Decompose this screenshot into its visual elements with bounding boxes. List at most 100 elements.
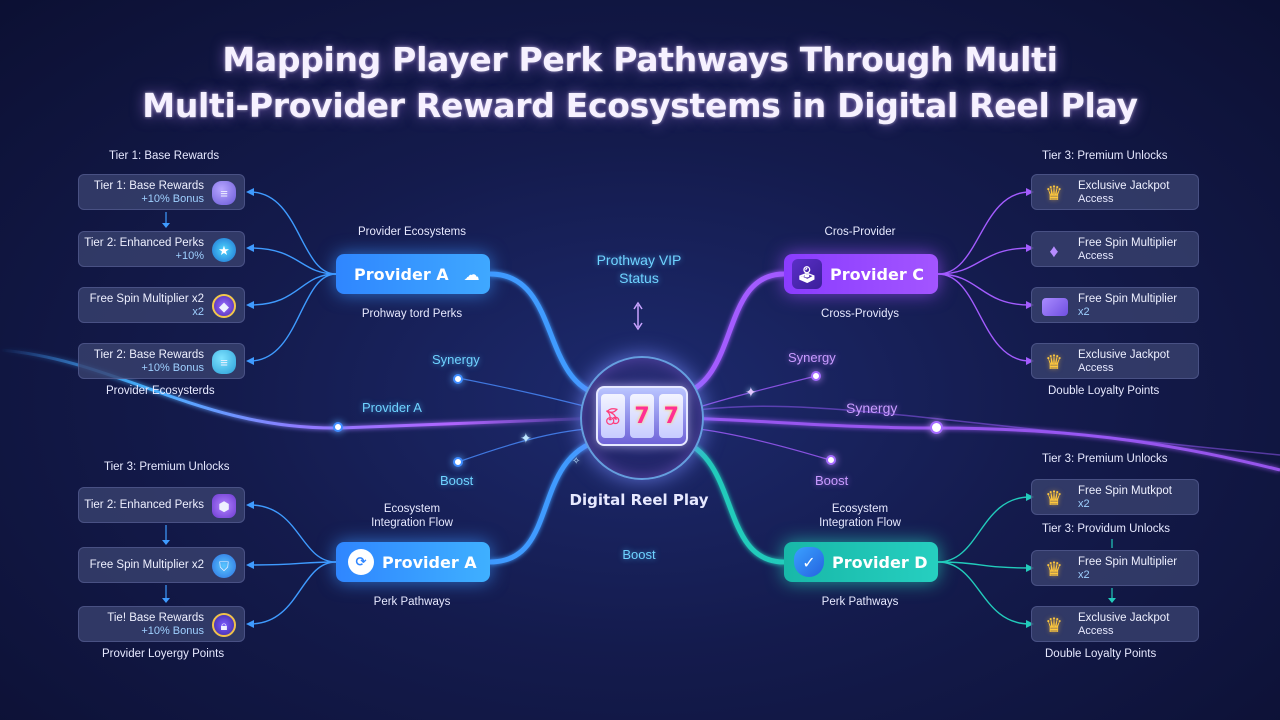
card-title: Free Spin Multiplier — [1078, 237, 1178, 249]
badge-icon: ◆ — [212, 294, 236, 318]
crown-icon: ♛ — [1045, 182, 1063, 205]
right-top-card-1[interactable]: ♛ Exclusive Jackpot Access — [1031, 174, 1199, 210]
left-bottom-card-3[interactable]: Tie! Base Rewards +10% Bonus 🔒︎ — [78, 606, 245, 642]
sparkle-icon: ✧ — [572, 456, 581, 467]
hub-label: Digital Reel Play — [569, 491, 709, 509]
provider-d-button[interactable]: ✓ Provider D — [784, 542, 938, 582]
hub-boost-label: Boost — [622, 547, 656, 562]
crown-icon: ♛ — [1045, 487, 1063, 510]
left-top-card-1[interactable]: Tier 1: Base Rewards +10% Bonus ≡ — [78, 174, 245, 210]
card-title: Free Spin Multiplier — [1078, 293, 1178, 305]
provider-a-top-subcaption: Prohway tord Perks — [361, 308, 463, 320]
coin-stack-icon: ≡ — [212, 181, 236, 205]
slot-machine-icon: 🍒︎ 7 7 — [596, 386, 688, 446]
left-top-card-4[interactable]: Tier 2: Base Rewards +10% Bonus ≡ — [78, 343, 245, 379]
crown-icon: ♛ — [1045, 614, 1063, 637]
card-title: Free Spin Multiplier — [1078, 556, 1178, 568]
star-icon: ★ — [212, 238, 236, 262]
lock-icon: 🔒︎ — [212, 613, 236, 637]
card-sub: Access — [1078, 193, 1114, 205]
card-title: Tie! Base Rewards — [107, 612, 204, 624]
card-title: Free Spin Multiplier x2 — [89, 559, 204, 571]
card-sub: +10% — [175, 250, 204, 262]
sparkle-icon: ✦ — [520, 430, 532, 446]
provider-c-subcaption: Cross-Providys — [821, 308, 899, 320]
provider-c-button[interactable]: 🕹︎ Provider C — [784, 254, 938, 294]
left-top-card-2[interactable]: Tier 2: Enhanced Perks +10% ★ — [78, 231, 245, 267]
boost-left-node — [453, 457, 463, 467]
boost-left-label: Boost — [440, 473, 474, 488]
seven-icon: 7 — [659, 394, 684, 438]
flow-start-node — [333, 422, 343, 432]
card-title: Tier 2: Enhanced Perks — [84, 499, 204, 511]
boost-right-label: Boost — [815, 473, 849, 488]
right-bottom-card-2[interactable]: ♛ Free Spin Multiplier x2 — [1031, 550, 1199, 586]
shield-check-icon: ✓ — [794, 547, 824, 577]
shield-icon: ⛉ — [212, 554, 236, 578]
right-top-card-4[interactable]: ♛ Exclusive Jackpot Access — [1031, 343, 1199, 379]
provider-d-caption: Ecosystem Integration Flow — [819, 503, 901, 529]
card-sub: +10% Bonus — [141, 362, 204, 374]
card-title: Exclusive Jackpot — [1078, 180, 1170, 192]
left-top-footer: Provider Ecosysterds — [106, 385, 215, 397]
lock-refresh-icon: ⟳ — [348, 549, 374, 575]
card-sub: +10% Bonus — [141, 625, 204, 637]
crown-icon: ♛ — [1045, 558, 1063, 581]
cloud-rain-icon: ☁ — [463, 264, 480, 284]
sparkle-icon: ✦ — [745, 384, 757, 400]
right-bottom-header: Tier 3: Premium Unlocks — [1042, 453, 1168, 465]
provider-a-bottom-button[interactable]: ⟳ Provider A — [336, 542, 490, 582]
title-line-2: Multi-Provider Reward Ecosystems in Digi… — [142, 86, 1138, 125]
joystick-icon: 🕹︎ — [792, 259, 822, 289]
card-sub: +10% Bonus — [141, 193, 204, 205]
right-bottom-card-3[interactable]: ♛ Exclusive Jackpot Access — [1031, 606, 1199, 642]
provider-c-caption: Cros-Provider — [824, 226, 896, 238]
card-sub: x2 — [1078, 569, 1090, 581]
card-sub: x2 — [1078, 306, 1090, 318]
card-title: Tier 2: Enhanced Perks — [84, 237, 204, 249]
card-title: Free Spin Multiplier x2 — [89, 293, 204, 305]
cherry-icon: 🍒︎ — [600, 394, 625, 438]
right-top-footer: Double Loyalty Points — [1048, 385, 1160, 397]
provider-a-bottom-subcaption: Perk Pathways — [373, 596, 451, 608]
synergy-right-node — [930, 421, 943, 434]
provider-a-line-label: Provider A — [362, 400, 422, 415]
provider-a-top-button[interactable]: Provider A ☁ — [336, 254, 490, 294]
card-title: Tier 2: Base Rewards — [93, 349, 204, 361]
card-title: Exclusive Jackpot — [1078, 349, 1170, 361]
provider-a-bottom-caption: Ecosystem Integration Flow — [371, 503, 453, 529]
left-bottom-card-2[interactable]: Free Spin Multiplier x2 ⛉ — [78, 547, 245, 583]
synergy-right-label: Synergy — [846, 400, 898, 416]
right-top-header: Tier 3: Premium Unlocks — [1042, 150, 1168, 162]
card-sub: x2 — [192, 306, 204, 318]
coin-stack-icon: ≡ — [212, 350, 236, 374]
right-top-card-3[interactable]: Free Spin Multiplier x2 — [1031, 287, 1199, 323]
card-sub: x2 — [1078, 498, 1090, 510]
left-top-header: Tier 1: Base Rewards — [109, 150, 220, 162]
crown-icon: ♛ — [1045, 351, 1063, 374]
left-top-card-3[interactable]: Free Spin Multiplier x2 x2 ◆ — [78, 287, 245, 323]
seven-icon: 7 — [629, 394, 654, 438]
provider-label: Provider C — [830, 264, 925, 284]
card-sub: Access — [1078, 625, 1114, 637]
provider-label: Provider A — [382, 552, 477, 572]
right-bottom-card-1[interactable]: ♛ Free Spin Mutkpot x2 — [1031, 479, 1199, 515]
provider-label: Provider A — [354, 264, 449, 284]
card-title: Exclusive Jackpot — [1078, 612, 1170, 624]
left-bottom-card-1[interactable]: Tier 2: Enhanced Perks ⬢ — [78, 487, 245, 523]
provider-a-top-caption: Provider Ecosystems — [357, 226, 467, 238]
right-top-card-2[interactable]: ♦ Free Spin Multiplier Access — [1031, 231, 1199, 267]
boost-right-node — [826, 455, 836, 465]
gem-icon: ♦ — [1049, 240, 1059, 261]
synergy-left-label: Synergy — [432, 352, 480, 367]
vip-status-label: Prothway VIP Status — [596, 252, 682, 286]
title-line-1: Mapping Player Perk Pathways Through Mul… — [222, 40, 1058, 79]
right-bottom-footer: Double Loyalty Points — [1045, 648, 1157, 660]
synergy-left-node — [453, 374, 463, 384]
synergy-right-top-node — [811, 371, 821, 381]
provider-d-subcaption: Perk Pathways — [821, 596, 899, 608]
card-title: Tier 1: Base Rewards — [93, 180, 204, 192]
hex-badge-icon: ⬢ — [212, 494, 236, 518]
right-bottom-mid-header: Tier 3: Providum Unlocks — [1042, 523, 1171, 535]
